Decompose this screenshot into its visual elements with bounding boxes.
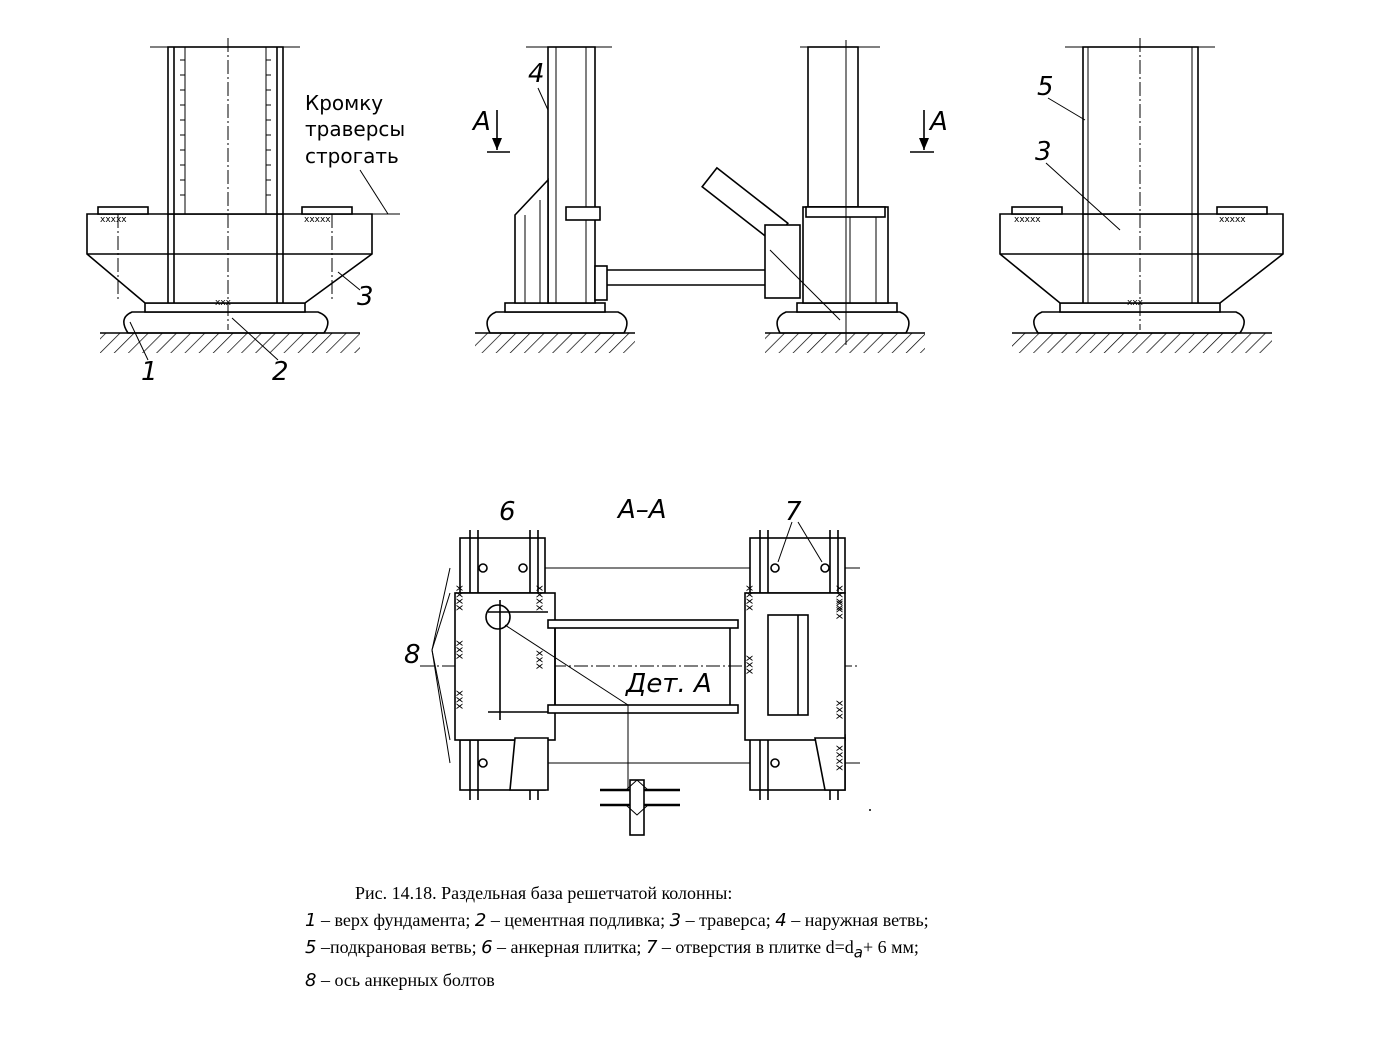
- svg-text:xxx: xxx: [454, 690, 467, 710]
- caption-line-3: 8 – ось анкерных болтов: [305, 969, 495, 991]
- svg-text:xxx: xxx: [454, 640, 467, 660]
- label-5: 5: [1037, 72, 1054, 102]
- label-3: 3: [357, 282, 374, 312]
- caption-line-1: 1 – верх фундамента; 2 – цементная подли…: [305, 910, 929, 931]
- svg-text:xxx: xxx: [1127, 298, 1144, 308]
- section-mark-left: А: [471, 107, 491, 137]
- grout-1: [123, 311, 329, 334]
- label-4: 4: [528, 59, 545, 89]
- label-2: 2: [272, 357, 289, 387]
- svg-text:xxx: xxx: [534, 650, 547, 670]
- planing-note-line3: строгать: [305, 144, 399, 168]
- svg-text:xxx: xxx: [834, 700, 847, 720]
- svg-text:xxxx: xxxx: [744, 585, 757, 612]
- svg-text:xxxx: xxxx: [534, 585, 547, 612]
- label-8: 8: [404, 640, 421, 670]
- section-mark-right: А: [928, 107, 948, 137]
- svg-text:xxxx: xxxx: [834, 585, 847, 612]
- section-title: А–А: [616, 495, 667, 525]
- planing-note-line1: Кромку: [305, 91, 383, 115]
- caption-line-2: 5 –подкрановая ветвь; 6 – анкерная плитк…: [305, 937, 919, 962]
- view-3-front: xxxxx xxxxx xxx 5 3: [999, 38, 1284, 353]
- view-1-front: xxxxx xxxxx xxx 1 2 3 Кромку траверсы ст…: [86, 38, 405, 387]
- planing-note-line2: траверсы: [305, 117, 405, 141]
- detail-label: Дет. А: [625, 669, 712, 699]
- label-3b: 3: [1035, 137, 1052, 167]
- caption-title: Рис. 14.18. Раздельная база решетчатой к…: [355, 883, 733, 903]
- label-7: 7: [785, 497, 802, 527]
- traverse-1: [86, 213, 373, 304]
- label-6: 6: [499, 497, 516, 527]
- figure-caption: Рис. 14.18. Раздельная база решетчатой к…: [305, 880, 1125, 994]
- svg-text:xxx: xxx: [744, 655, 757, 675]
- svg-text:xxxx: xxxx: [834, 745, 847, 772]
- svg-text:xxx: xxx: [834, 600, 847, 620]
- foundation-hatch-1: [100, 333, 360, 353]
- svg-text:xxxx: xxxx: [454, 585, 467, 612]
- svg-text:xxxxx: xxxxx: [1014, 215, 1041, 225]
- svg-text:xxxxx: xxxxx: [100, 215, 127, 225]
- section-a-a: xxxx xxxx xxxx xxxx xxx xxx xxx xxx xxx …: [404, 495, 871, 836]
- svg-text:xxxxx: xxxxx: [1219, 215, 1246, 225]
- label-1: 1: [141, 357, 158, 387]
- svg-text:xxx: xxx: [215, 298, 232, 308]
- view-2-side: А А 4: [471, 40, 948, 353]
- svg-text:xxxxx: xxxxx: [304, 215, 331, 225]
